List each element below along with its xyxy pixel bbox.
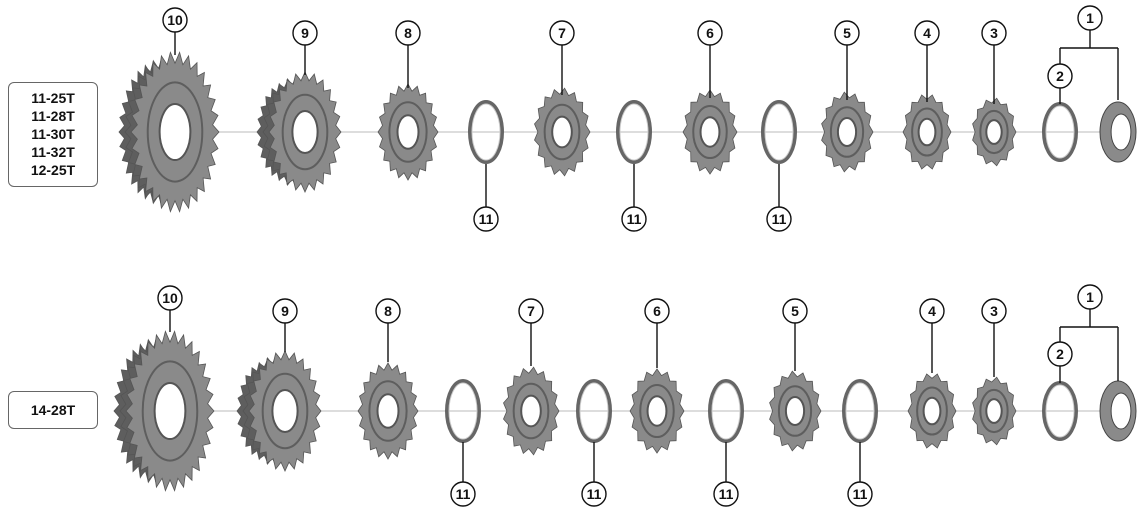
callout-number: 11: [853, 486, 868, 502]
callout-number: 10: [167, 12, 183, 28]
size-label: 11-32T: [31, 144, 75, 160]
spacer-11: [616, 100, 652, 164]
sprocket-6: [629, 368, 685, 454]
callout-number: 6: [706, 25, 714, 41]
callout-7: 7: [549, 20, 575, 46]
size-label: 11-28T: [31, 108, 75, 124]
callout-4: 4: [919, 298, 945, 324]
callout-number: 8: [404, 25, 412, 41]
callout-5: 5: [782, 298, 808, 324]
callout-number: 2: [1056, 68, 1064, 84]
callout-number: 3: [990, 25, 998, 41]
sprocket-4: [907, 373, 957, 449]
spacer-11: [445, 379, 481, 443]
callout-number: 11: [456, 486, 471, 502]
callout-number: 2: [1056, 346, 1064, 362]
callout-4: 4: [914, 20, 940, 46]
callout-number: 11: [719, 486, 734, 502]
callout-number: 9: [281, 303, 289, 319]
sprocket-5: [821, 91, 874, 173]
size-label: 12-25T: [30, 162, 76, 178]
callout-number: 4: [928, 303, 936, 319]
sprocket-3: [972, 97, 1017, 167]
callout-1: 1: [1077, 284, 1103, 310]
callout-9: 9: [272, 298, 298, 324]
callout-11: 11: [713, 481, 739, 507]
callout-number: 5: [791, 303, 799, 319]
sprocket-4: [902, 94, 952, 170]
callout-number: 11: [587, 486, 602, 502]
callout-1: 1: [1077, 5, 1103, 31]
sprocket-8: [357, 362, 419, 460]
sprocket-7: [503, 366, 560, 456]
sprocket-5: [769, 370, 822, 452]
sprocket-8: [377, 83, 439, 181]
callout-11: 11: [621, 206, 647, 232]
callout-number: 10: [162, 290, 178, 306]
callout-8: 8: [395, 20, 421, 46]
sprocket-7: [534, 87, 591, 177]
callout-number: 3: [990, 303, 998, 319]
callout-6: 6: [697, 20, 723, 46]
size-box-top: 11-25T 11-28T 11-30T 11-32T 12-25T: [8, 82, 98, 187]
size-label: 11-30T: [31, 126, 75, 142]
callout-11: 11: [581, 481, 607, 507]
callout-number: 7: [558, 25, 566, 41]
callout-8: 8: [375, 298, 401, 324]
sprocket-cluster-9: [236, 350, 322, 472]
sprocket-6: [682, 89, 738, 175]
callout-10: 10: [162, 7, 188, 33]
callout-5: 5: [834, 20, 860, 46]
callout-number: 8: [384, 303, 392, 319]
callout-10: 10: [157, 285, 183, 311]
callout-11: 11: [766, 206, 792, 232]
callout-number: 11: [479, 211, 494, 227]
callout-2: 2: [1047, 63, 1073, 89]
callout-11: 11: [847, 481, 873, 507]
callout-7: 7: [518, 298, 544, 324]
spacer-11: [842, 379, 878, 443]
callout-2: 2: [1047, 341, 1073, 367]
spacer-11: [708, 379, 744, 443]
callout-number: 5: [843, 25, 851, 41]
callout-3: 3: [981, 298, 1007, 324]
size-label: 11-25T: [31, 90, 75, 106]
callout-number: 9: [301, 25, 309, 41]
callout-number: 11: [627, 211, 642, 227]
callout-number: 11: [772, 211, 787, 227]
sprocket-cluster-10: [118, 51, 220, 213]
spacer-11: [761, 100, 797, 164]
sprocket-cluster-10: [113, 330, 215, 492]
spacer-11: [576, 379, 612, 443]
callout-11: 11: [473, 206, 499, 232]
callout-number: 6: [653, 303, 661, 319]
sprocket-cluster-9: [256, 71, 342, 193]
callout-number: 1: [1086, 10, 1094, 26]
callout-number: 7: [527, 303, 535, 319]
callout-6: 6: [644, 298, 670, 324]
callout-number: 1: [1086, 289, 1094, 305]
sprocket-3: [972, 376, 1017, 446]
callout-9: 9: [292, 20, 318, 46]
callout-11: 11: [450, 481, 476, 507]
spacer-11: [468, 100, 504, 164]
lockring: [1099, 101, 1137, 163]
size-label: 14-28T: [30, 402, 76, 418]
size-box-bottom: 14-28T: [8, 391, 98, 429]
callout-3: 3: [981, 20, 1007, 46]
lockring: [1099, 380, 1137, 442]
callout-number: 4: [923, 25, 931, 41]
